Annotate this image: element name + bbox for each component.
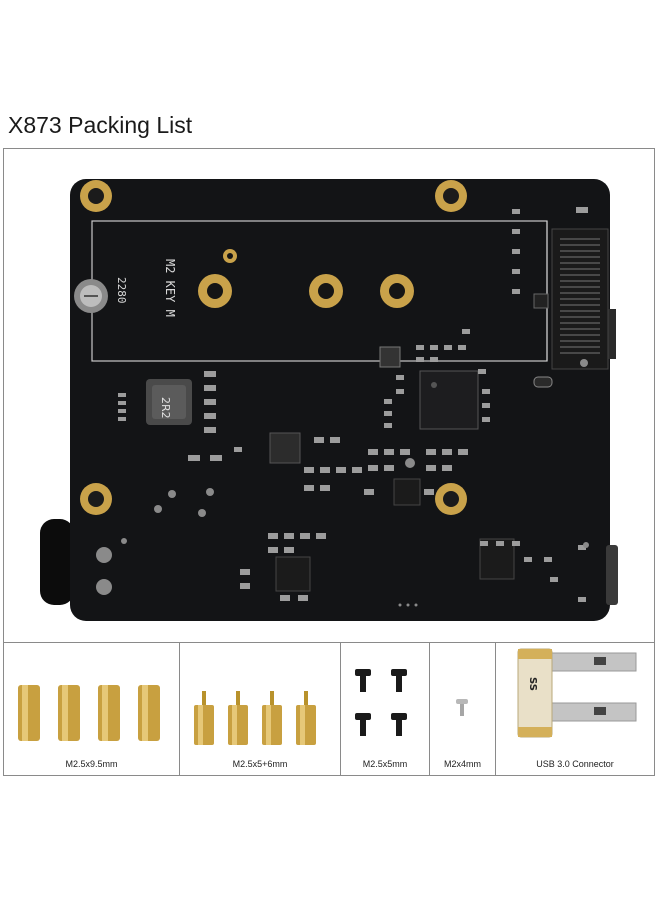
inductor-label: 2R2 — [159, 397, 172, 419]
svg-text:SS: SS — [527, 677, 538, 691]
accessory-label: M2.5x5+6mm — [232, 759, 288, 769]
accessories-row: M2.5x9.5mm M2.5x5+6mm M2.5x5mm — [4, 643, 654, 775]
packing-list-frame — [3, 148, 655, 776]
mounting-holes — [80, 180, 467, 515]
accessory-label: M2.5x5mm — [362, 759, 408, 769]
silver-screw-icon — [456, 699, 468, 716]
board-photo: M2 KEY M 2280 2R2 — [4, 149, 654, 642]
slot-label: M2 KEY M — [163, 259, 177, 317]
accessory-silver-screw: M2x4mm — [430, 643, 496, 775]
accessory-standoff-9-5: M2.5x9.5mm — [4, 643, 180, 775]
brass-male-female-standoff-icon — [194, 691, 316, 745]
page-title: X873 Packing List — [8, 112, 193, 138]
jack-body — [40, 519, 74, 605]
accessory-label: M2.5x9.5mm — [65, 759, 118, 769]
m2-holes — [198, 249, 414, 308]
accessory-standoff-5-6: M2.5x5+6mm — [180, 643, 341, 775]
accessory-usb-connector: SS USB 3.0 Connector — [496, 643, 654, 775]
accessory-label: M2x4mm — [443, 759, 481, 769]
usb-bridge-connector-icon: SS — [517, 648, 637, 738]
brass-standoff-icon — [18, 685, 160, 741]
accessory-label: USB 3.0 Connector — [536, 759, 614, 769]
frame-divider — [3, 642, 655, 643]
black-screw-icon — [355, 669, 407, 736]
size-label: 2280 — [115, 277, 128, 304]
accessory-black-screws: M2.5x5mm — [341, 643, 430, 775]
controller-chip — [419, 370, 479, 430]
x873-board-image: M2 KEY M 2280 2R2 — [40, 179, 618, 621]
